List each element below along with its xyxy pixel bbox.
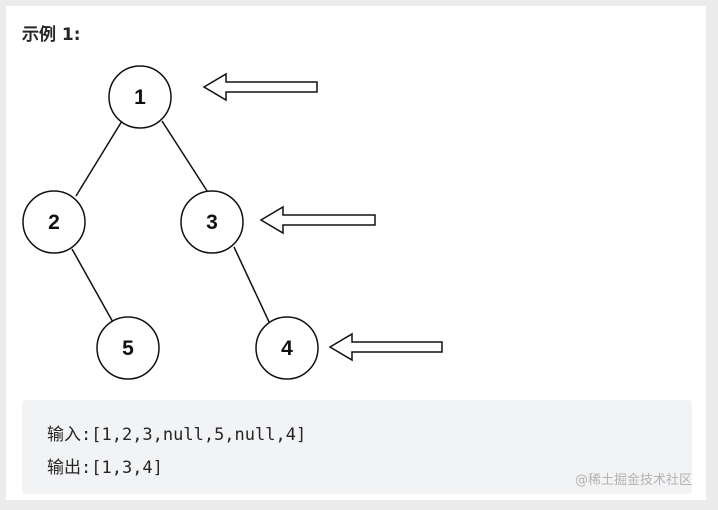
edge-1-2 [75, 120, 123, 197]
example-card: 示例 1: 1 2 3 5 4 [6, 6, 706, 500]
input-label: 输入: [47, 425, 92, 445]
tree-node-5: 5 [96, 316, 160, 380]
arrow-to-node-1-icon [202, 72, 318, 102]
node-label: 5 [122, 337, 134, 360]
edge-3-4 [233, 246, 271, 325]
edge-2-5 [71, 248, 115, 325]
edge-1-3 [161, 120, 210, 195]
tree-node-2: 2 [22, 190, 86, 254]
output-value: [1,3,4] [91, 458, 163, 478]
output-line: 输出:[1,3,4] [47, 453, 163, 478]
tree-node-1: 1 [108, 65, 172, 129]
node-label: 3 [206, 211, 218, 234]
input-line: 输入:[1,2,3,null,5,null,4] [47, 420, 306, 445]
binary-tree-diagram: 1 2 3 5 4 [22, 65, 443, 380]
output-label: 输出: [47, 458, 92, 478]
input-value: [1,2,3,null,5,null,4] [91, 425, 307, 445]
example-title: 示例 1: [22, 25, 81, 45]
arrow-to-node-4-icon [328, 332, 443, 362]
node-label: 1 [134, 86, 146, 109]
arrow-to-node-3-icon [259, 205, 376, 235]
tree-node-4: 4 [255, 316, 319, 380]
tree-node-3: 3 [180, 190, 244, 254]
io-code-block: 输入:[1,2,3,null,5,null,4] 输出:[1,3,4] [22, 400, 692, 494]
watermark: @稀土掘金技术社区 [574, 473, 692, 488]
node-label: 4 [281, 337, 293, 360]
node-label: 2 [48, 211, 60, 234]
